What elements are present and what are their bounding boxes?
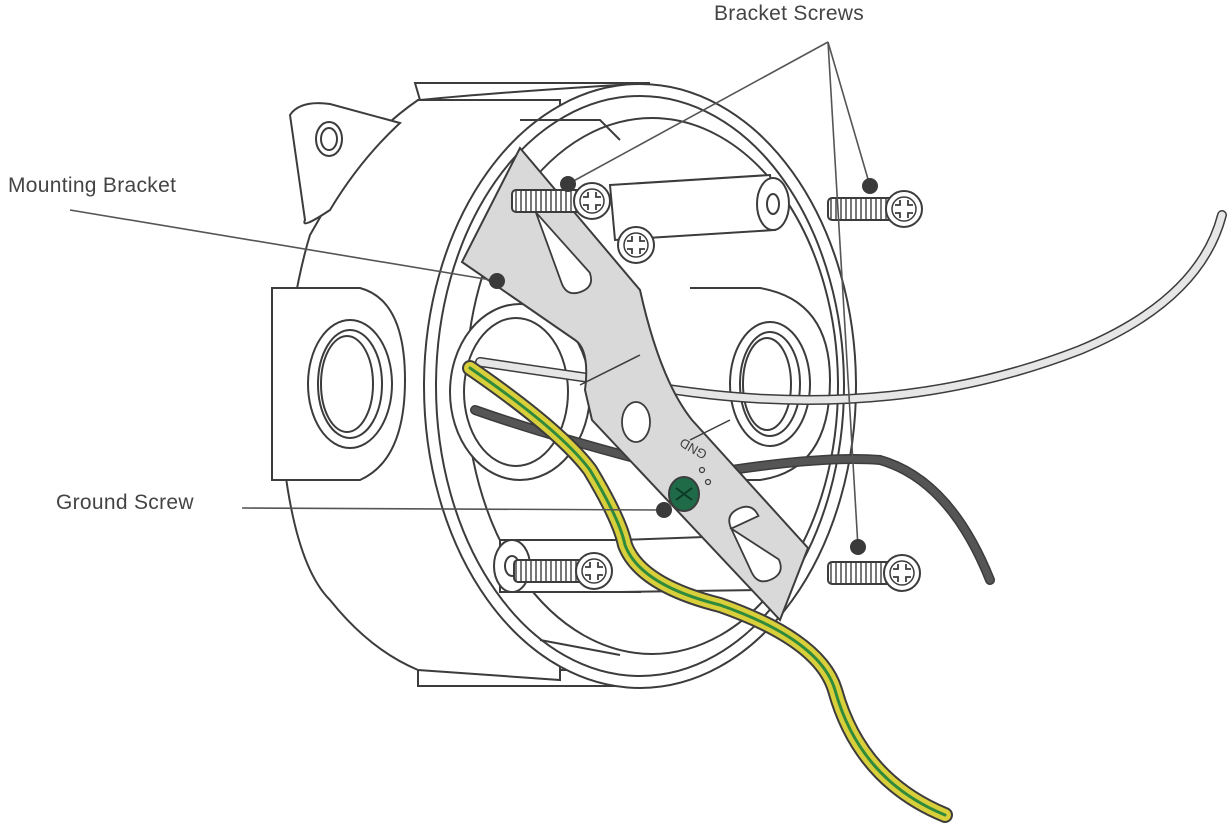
leader-bracket-screws-1 <box>567 41 829 185</box>
leader-bracket-screws-3 <box>827 41 859 548</box>
ground-screw <box>668 476 700 512</box>
dot-loose-screw-top <box>862 178 878 194</box>
box-screw-top <box>511 182 611 220</box>
dot-screw-top <box>560 176 576 192</box>
dot-mounting-bracket <box>489 273 505 289</box>
leader-dots <box>489 176 878 555</box>
leader-ground-screw <box>241 507 665 511</box>
bracket-screws-label: Bracket Screws <box>714 2 865 25</box>
ground-screw-label: Ground Screw <box>56 491 194 514</box>
dot-ground-screw <box>656 502 672 518</box>
box-screw-top-boss <box>617 226 655 264</box>
loose-screw-bottom <box>827 554 921 592</box>
leader-lines <box>69 41 871 548</box>
dot-loose-screw-bottom <box>850 539 866 555</box>
mounting-bracket: GND <box>460 146 810 622</box>
ground-wire <box>462 360 953 823</box>
mounting-bracket-label: Mounting Bracket <box>8 174 177 197</box>
loose-screw-top <box>827 190 923 228</box>
box-screw-bottom <box>513 552 613 590</box>
leader-bracket-screws-2 <box>827 41 871 187</box>
leader-mounting-bracket <box>69 209 498 282</box>
